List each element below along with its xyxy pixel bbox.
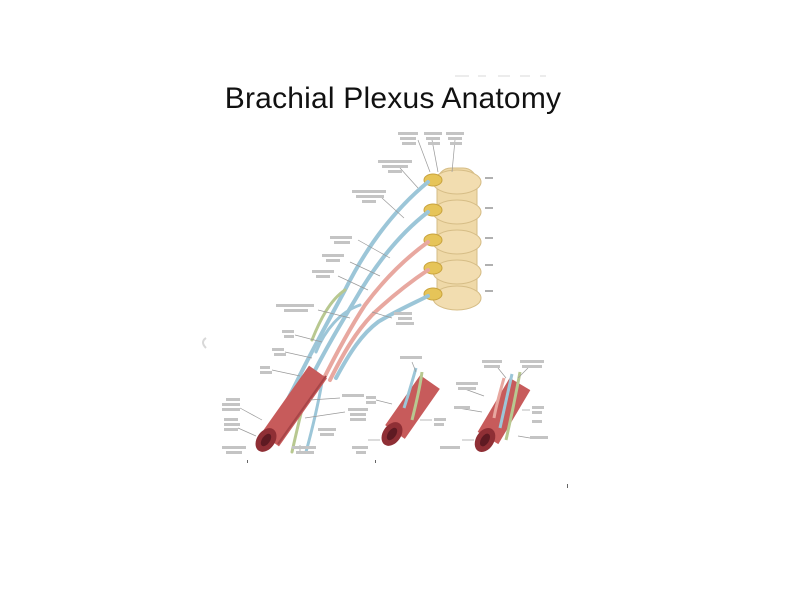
vertebral-column — [432, 167, 482, 311]
spinal-level-labels — [485, 177, 493, 292]
margin-mark — [202, 337, 207, 349]
plexus-nerves — [270, 180, 430, 454]
slide-title: Brachial Plexus Anatomy — [224, 82, 562, 115]
annotation-leaders — [237, 139, 456, 452]
figure-tick-marks — [247, 460, 568, 488]
variant-panel-2 — [352, 356, 446, 454]
annotation-labels — [222, 132, 464, 454]
axillary-artery — [255, 365, 327, 452]
main-plexus-panel — [222, 132, 493, 454]
variant-panel-3 — [440, 360, 548, 453]
background-speckle — [455, 75, 546, 77]
nerve-root-ganglia — [423, 173, 443, 301]
